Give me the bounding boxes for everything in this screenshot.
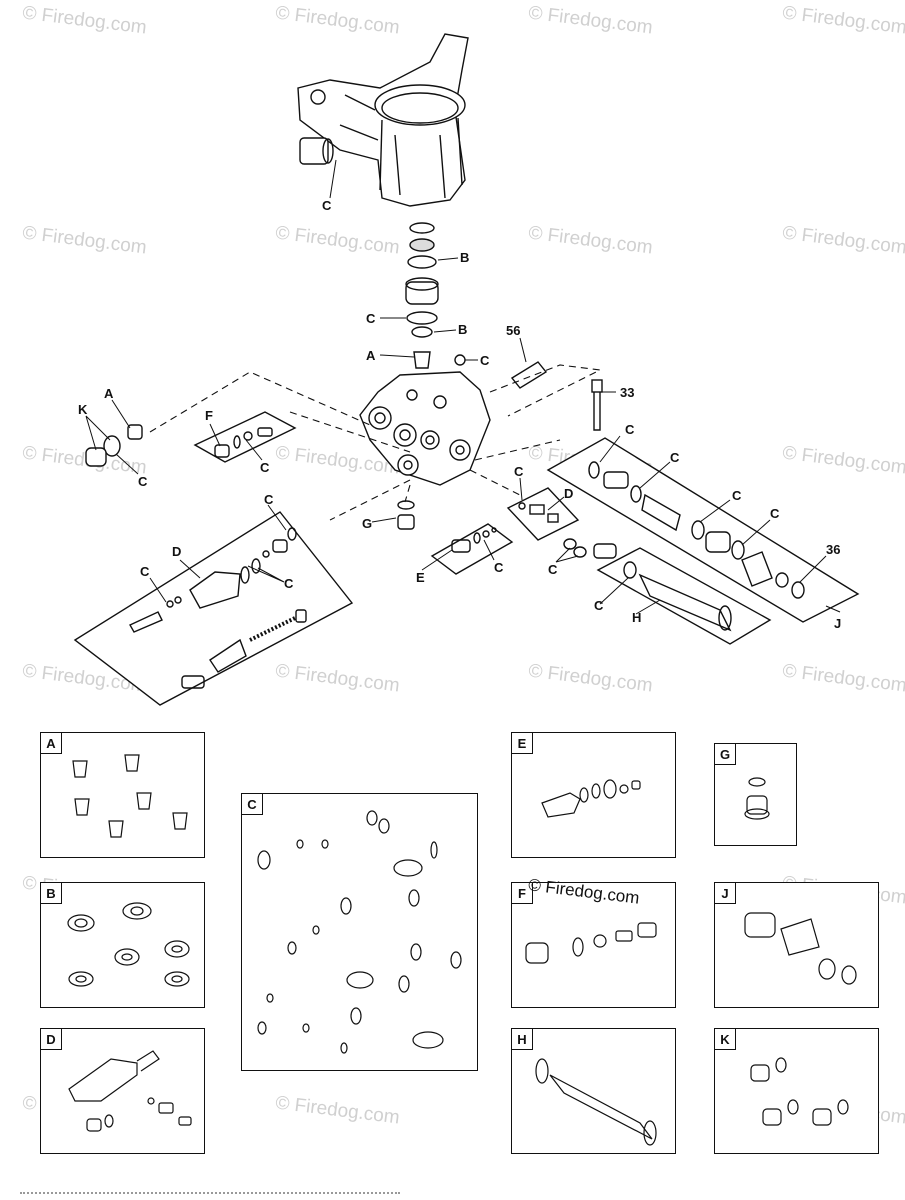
callout-label: B: [460, 250, 469, 265]
callout-label: B: [458, 322, 467, 337]
kit-panel-d: D: [40, 1028, 205, 1154]
panel-label: E: [511, 732, 533, 754]
panel-label: A: [40, 732, 62, 754]
callout-label: D: [172, 544, 181, 559]
seal-stack: [405, 222, 466, 369]
kit-panel-k: K: [714, 1028, 879, 1154]
plug-g: [397, 500, 415, 530]
callout-label: J: [834, 616, 841, 631]
fitting-56: [510, 361, 548, 389]
pump-manifold: [359, 371, 491, 486]
callout-label: C: [366, 311, 376, 326]
kit-panel-g: G: [714, 743, 797, 846]
panel-label: G: [714, 743, 736, 765]
callout-label: 56: [506, 323, 520, 338]
callout-label: C: [770, 506, 780, 521]
callout-label: 36: [826, 542, 840, 557]
callout-label: C: [732, 488, 742, 503]
kit-panel-b: B: [40, 882, 205, 1008]
kit-panel-c: C: [241, 793, 478, 1071]
kit-panel-h: H: [511, 1028, 676, 1154]
kit-j-parts: [588, 461, 805, 599]
callout-label: C: [264, 492, 274, 507]
callout-label: C: [548, 562, 558, 577]
callout-label: C: [260, 460, 270, 475]
panel-label: F: [511, 882, 533, 904]
exploded-parts-diagram: C B C B A C 56 33 A K C F C C C C C 36 J…: [73, 33, 860, 706]
callout-label: C: [494, 560, 504, 575]
callout-label: G: [362, 516, 372, 531]
panel-label: B: [40, 882, 62, 904]
callout-label: C: [140, 564, 150, 579]
pump-housing: [297, 33, 469, 207]
kit-d-large-parts: [129, 527, 307, 689]
kit-box-e: [430, 523, 514, 575]
kit-panel-f: F: [511, 882, 676, 1008]
callout-label: E: [416, 570, 425, 585]
kit-box-j: [546, 437, 860, 623]
callout-label: K: [78, 402, 88, 417]
callout-label: C: [138, 474, 148, 489]
kit-panel-e: E: [511, 732, 676, 858]
callout-label: H: [632, 610, 641, 625]
kit-panel-a: A: [40, 732, 205, 858]
callout-label: C: [625, 422, 635, 437]
leader-lines: [85, 159, 841, 615]
callout-label: 33: [620, 385, 634, 400]
callout-label: C: [670, 450, 680, 465]
panel-label: J: [714, 882, 736, 904]
kit-box-h: [596, 547, 772, 645]
callout-label: D: [564, 486, 573, 501]
panel-label: C: [241, 793, 263, 815]
panel-label: D: [40, 1028, 62, 1050]
footer-rule: [20, 1192, 400, 1197]
callout-label: A: [366, 348, 376, 363]
callout-label: C: [322, 198, 332, 213]
callout-label: C: [284, 576, 294, 591]
panel-label: K: [714, 1028, 736, 1050]
kit-panel-j: J: [714, 882, 879, 1008]
callout-label: C: [480, 353, 490, 368]
callout-label: A: [104, 386, 114, 401]
panel-label: H: [511, 1028, 533, 1050]
callout-label: F: [205, 408, 213, 423]
watermark: © Firedog.com: [274, 1092, 401, 1129]
kit-box-d-large: [73, 511, 354, 706]
bolt-33: [591, 379, 603, 431]
callout-label: C: [514, 464, 524, 479]
left-plug-parts: [85, 424, 143, 467]
callout-label: C: [594, 598, 604, 613]
